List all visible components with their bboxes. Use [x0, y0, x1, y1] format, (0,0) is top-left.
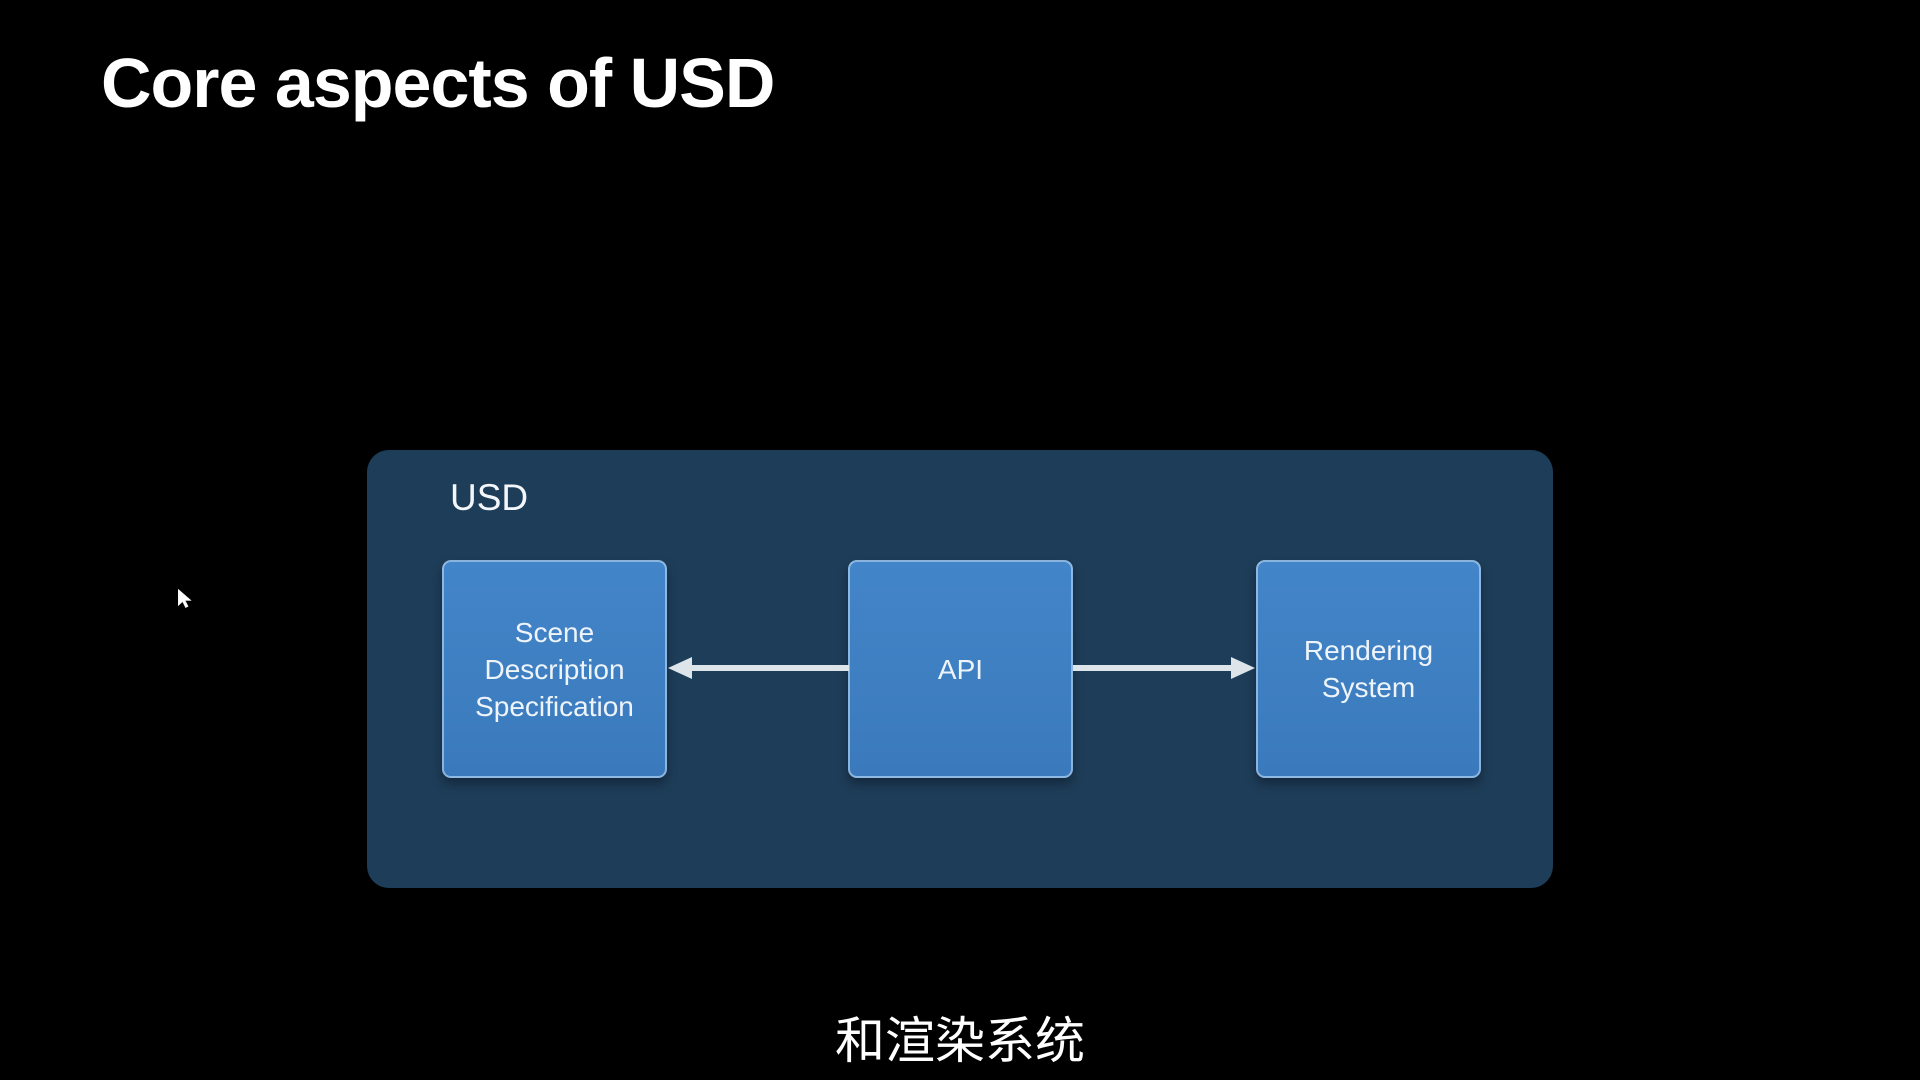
- mouse-cursor-icon: [178, 589, 192, 608]
- slide-title: Core aspects of USD: [101, 44, 775, 122]
- node-api-label: API: [937, 653, 984, 685]
- caption-subtitle: 和渲染系统: [835, 1013, 1085, 1069]
- arrow-api-to-rendering-system-icon: [1073, 657, 1255, 679]
- node-scene-description-specification-label: Scene Description Specification: [475, 616, 634, 722]
- node-scene-description-specification: Scene Description Specification: [442, 560, 667, 778]
- arrow-api-to-scene-description-icon: [668, 657, 849, 679]
- node-api: API: [848, 560, 1073, 778]
- node-rendering-system: Rendering System: [1256, 560, 1481, 778]
- usd-group-panel: USD Scene Description Specification API …: [367, 450, 1553, 888]
- node-rendering-system-label: Rendering System: [1303, 635, 1434, 703]
- usd-group-label: USD: [450, 477, 529, 518]
